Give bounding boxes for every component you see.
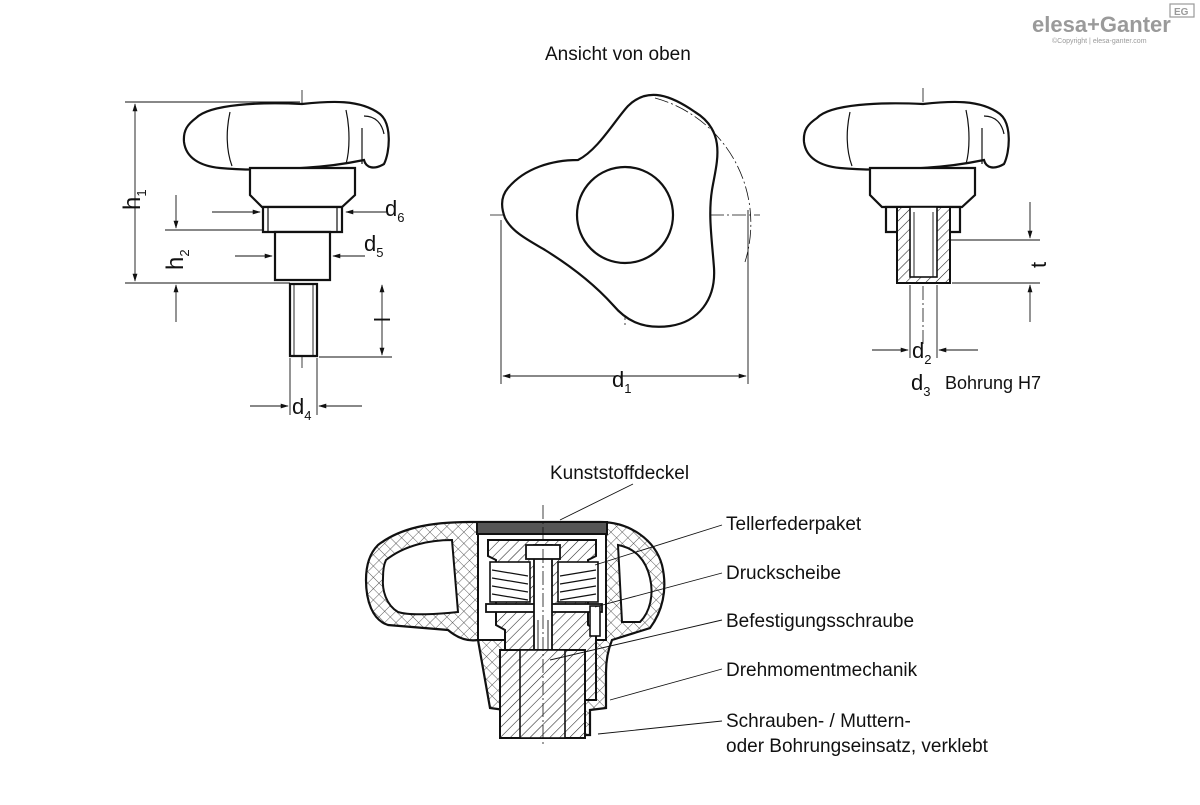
dim-d6: d6	[385, 196, 404, 225]
side-view-bore	[802, 88, 1010, 345]
label-cover: Kunststoffdeckel	[550, 463, 689, 484]
top-view-title: Ansicht von oben	[545, 44, 691, 65]
label-insert-line1: Schrauben- / Muttern-	[726, 711, 911, 732]
dim-d2: d2	[912, 338, 931, 367]
dim-h2: h2	[162, 249, 192, 270]
side-view-stud	[182, 90, 390, 370]
top-view	[490, 93, 760, 328]
dim-d4: d4	[292, 394, 311, 423]
dim-h1: h1	[119, 189, 149, 210]
logo-badge-frame	[1169, 3, 1195, 18]
section-view	[364, 505, 666, 745]
dim-l: l	[370, 317, 395, 322]
logo-badge: EG	[1174, 7, 1189, 18]
label-springs: Tellerfederpaket	[726, 514, 862, 535]
label-insert-line2: oder Bohrungseinsatz, verklebt	[726, 736, 989, 757]
plastic-cover	[476, 521, 608, 535]
dim-d3: d3	[911, 370, 930, 399]
brand-logo: elesa+Ganter EG ©Copyright | elesa-gante…	[1032, 3, 1195, 45]
copyright-text: ©Copyright | elesa-ganter.com	[1052, 37, 1147, 45]
bore-tolerance: Bohrung H7	[945, 373, 1041, 393]
label-screw: Befestigungsschraube	[726, 611, 914, 632]
label-washer: Druckscheibe	[726, 563, 841, 584]
label-torque: Drehmomentmechanik	[726, 660, 918, 681]
logo-text: elesa+Ganter	[1032, 12, 1171, 37]
dim-d5: d5	[364, 231, 383, 260]
dim-d1: d1	[612, 367, 631, 396]
dim-t: t	[1026, 262, 1051, 268]
